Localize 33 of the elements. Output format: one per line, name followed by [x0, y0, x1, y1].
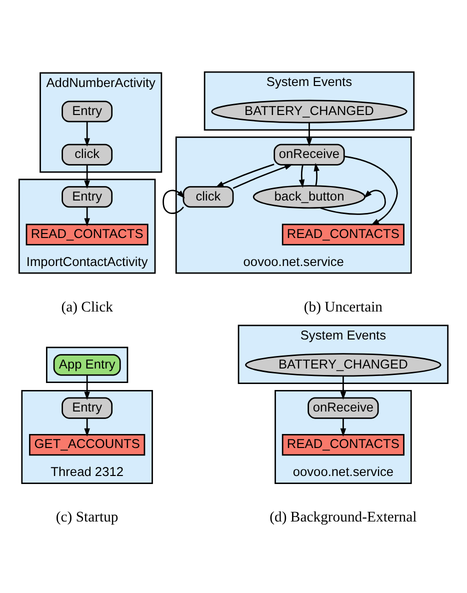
arrow — [84, 122, 90, 147]
label: (a) Click — [61, 299, 113, 316]
cluster — [46, 346, 128, 384]
node-box: click — [182, 186, 234, 208]
arrow — [340, 376, 346, 400]
arrow — [84, 418, 90, 437]
node-box: Entry — [62, 100, 113, 122]
node-box: GET_ACCOUNTS — [29, 434, 146, 456]
node-box: READ_CONTACTS — [26, 224, 148, 246]
node-box: onReceive — [308, 397, 379, 419]
arrow — [84, 207, 90, 226]
arrow — [314, 162, 320, 186]
node-box: App Entry — [53, 354, 121, 376]
arrow — [232, 164, 293, 189]
arrow — [84, 164, 90, 189]
label: (b) Uncertain — [304, 299, 383, 316]
node-ellipse: BATTERY_CHANGED — [211, 100, 408, 124]
arrow — [340, 418, 346, 437]
arrow — [344, 156, 398, 226]
arrow — [84, 375, 90, 400]
label: (c) Startup — [56, 510, 118, 526]
node-box: READ_CONTACTS — [282, 434, 404, 456]
node-ellipse: BATTERY_CHANGED — [245, 353, 442, 377]
node-ellipse: back_button — [252, 185, 366, 209]
node-box: READ_CONTACTS — [282, 224, 404, 246]
node-box: onReceive — [274, 144, 345, 166]
arrow — [215, 164, 274, 188]
arrow — [306, 122, 312, 146]
arrow — [298, 164, 305, 188]
node-box: Entry — [62, 186, 113, 208]
node-box: Entry — [62, 397, 113, 419]
node-box: click — [62, 144, 113, 166]
label: (d) Background-External — [270, 510, 417, 526]
